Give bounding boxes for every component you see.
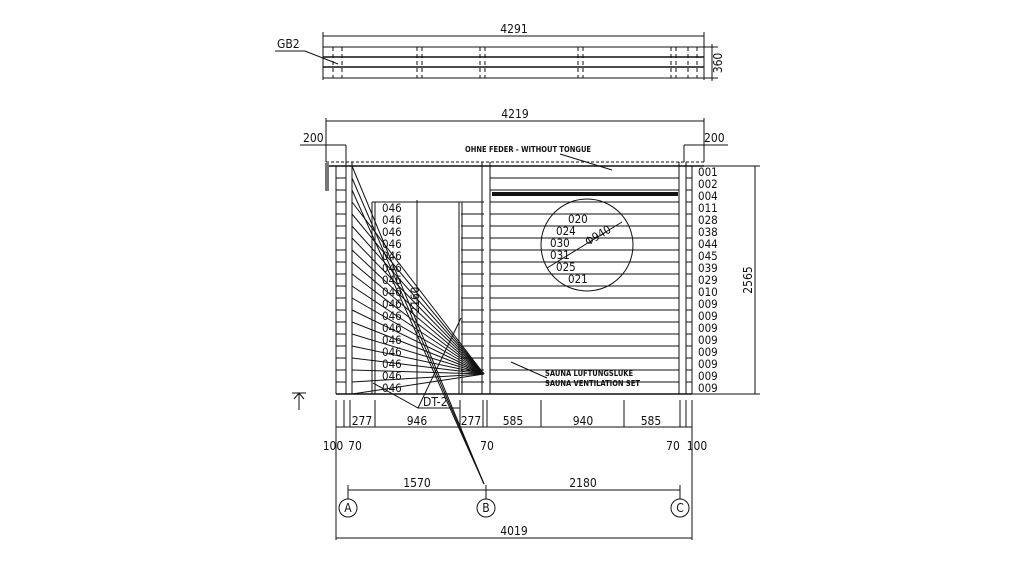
post-dim: 70 [480,439,494,453]
door-log-label: 046 [382,369,402,383]
round-window [540,198,634,292]
door-height-dim: 2160 [408,287,422,313]
door-log-label: 046 [382,213,402,227]
log-label: 010 [698,285,718,299]
lintel [492,192,678,196]
window-label: 031 [550,248,570,262]
axis-marker [338,498,358,518]
log-label: 029 [698,273,718,287]
segment-dim: 277 [352,414,373,428]
log-label: 038 [698,225,718,239]
door-log-label: 046 [382,357,402,371]
log-label: 009 [698,381,718,395]
log-label: 009 [698,297,718,311]
total-width-dim: 4019 [500,524,528,538]
log-label: 009 [698,357,718,371]
segment-dim: 940 [573,414,594,428]
axis-label: A [344,501,352,515]
door-label: DT-2 [423,395,448,409]
height-dim: 2565 [741,266,755,293]
axis-label: C [676,501,684,515]
log-label: 039 [698,261,718,275]
top-depth-dim: 360 [711,53,725,74]
log-label: 045 [698,249,718,263]
axis-span-dim: 2180 [569,476,597,490]
door-log-label: 046 [382,225,402,239]
door-log-label: 046 [382,237,402,251]
window-label: 020 [568,212,588,226]
top-width-dim: 4291 [500,22,527,36]
post-dim: 100 [687,439,708,453]
elevation-width-dim: 4219 [501,107,529,121]
post-dim: 70 [666,439,680,453]
elevation-top-dims: 4219 200 200 OHNE FEDER - WITHOUT TONGUE [300,107,728,171]
fascia-board [325,163,329,191]
axis-marker [476,498,496,518]
door-log-label: 046 [382,273,402,287]
log-label: 004 [698,189,718,203]
top-view: 4291 360 GB2 [275,22,725,81]
vent-note-de: SAUNA LUFTUNGSLUKE [545,369,634,378]
window-label: 021 [568,272,588,286]
door-log-label: 046 [382,333,402,347]
level-marker [292,392,306,410]
log-label: 009 [698,345,718,359]
log-label: 009 [698,369,718,383]
segment-dim: 277 [461,414,482,428]
log-label: 009 [698,309,718,323]
segment-dim: 946 [407,414,428,428]
door-log-label: 046 [382,249,402,263]
window-label: 024 [556,224,576,238]
window-label: 025 [556,260,576,274]
log-label: 044 [698,237,718,251]
post-dim: 100 [323,439,344,453]
gb2-label: GB2 [277,37,300,51]
log-label: 001 [698,165,718,179]
door-log-label: 046 [382,297,402,311]
segment-dim: 585 [641,414,662,428]
door-log-label: 046 [382,285,402,299]
log-label: 028 [698,213,718,227]
window-label: 030 [550,236,570,250]
door-log-label: 046 [382,309,402,323]
top-note: OHNE FEDER - WITHOUT TONGUE [465,145,591,154]
vent-note-en: SAUNA VENTILATION SET [545,379,640,388]
log-label: 011 [698,201,718,215]
wall-elevation: 0010020040110280380440450390290100090090… [325,161,718,485]
log-label: 009 [698,321,718,335]
overhang-left-dim: 200 [303,131,324,145]
door-log-label: 046 [382,261,402,275]
log-label: 009 [698,333,718,347]
log-label: 002 [698,177,718,191]
segment-dim: 585 [503,414,524,428]
axis-marker [670,498,690,518]
axis-label: B [482,501,489,515]
door-log-label: 046 [382,345,402,359]
door-log-label: 046 [382,381,402,395]
door-log-label: 046 [382,321,402,335]
overhang-right-dim: 200 [704,131,725,145]
axis-span-dim: 1570 [403,476,431,490]
post-dim: 70 [348,439,362,453]
door-log-label: 046 [382,201,402,215]
